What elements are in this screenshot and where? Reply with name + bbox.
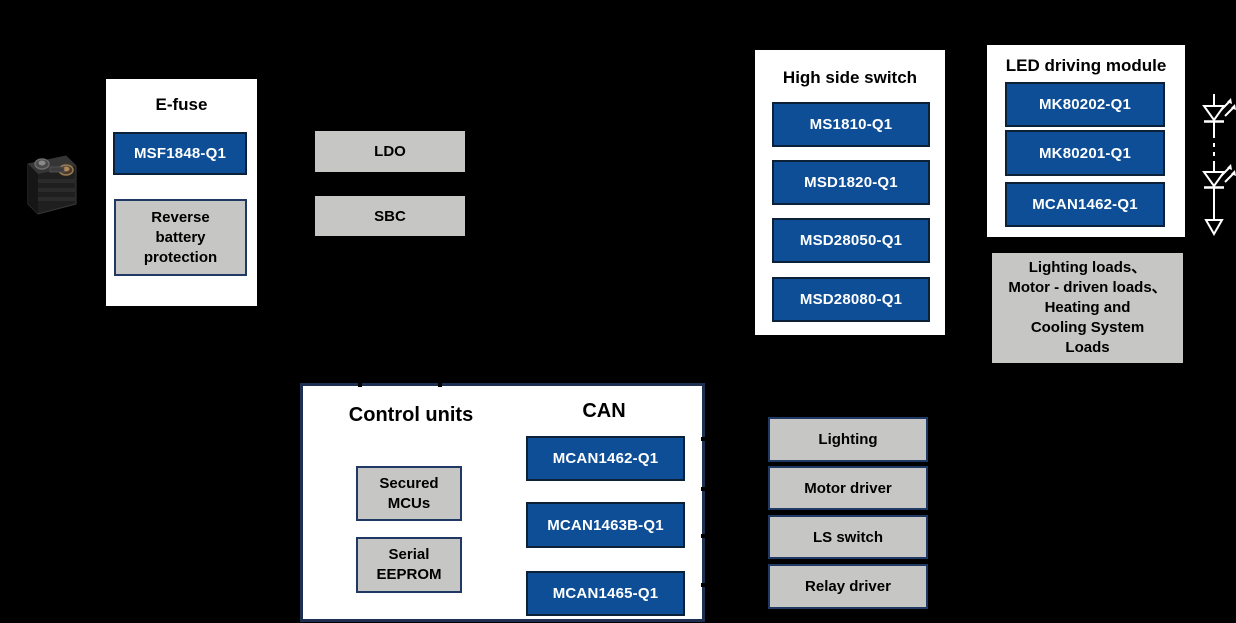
chip-mcan1462-q1[interactable]: MCAN1462-Q1 <box>526 436 685 481</box>
led-driving-module-panel: LED driving module MK80202-Q1 MK80201-Q1… <box>987 45 1185 237</box>
led-driving-module-title: LED driving module <box>1005 56 1167 75</box>
chip-mcan1462-q1-led[interactable]: MCAN1462-Q1 <box>1005 182 1165 227</box>
secured-mcus-block: Secured MCUs <box>356 466 462 521</box>
motor-driver-block: Motor driver <box>768 466 928 510</box>
high-side-switch-panel: High side switch MS1810-Q1 MSD1820-Q1 MS… <box>755 50 945 335</box>
connector-stub <box>701 487 709 491</box>
efuse-panel: E-fuse MSF1848-Q1 Reverse battery protec… <box>106 79 257 306</box>
high-side-switch-title: High side switch <box>782 68 918 87</box>
control-units-title: Control units <box>348 404 474 426</box>
ls-switch-block: LS switch <box>768 515 928 559</box>
chip-mcan1463b-q1[interactable]: MCAN1463B-Q1 <box>526 502 685 548</box>
car-battery-image <box>27 155 77 215</box>
relay-driver-block: Relay driver <box>768 564 928 609</box>
sbc-block: SBC <box>315 196 465 236</box>
chip-mk80201-q1[interactable]: MK80201-Q1 <box>1005 130 1165 176</box>
serial-eeprom-block: Serial EEPROM <box>356 537 462 593</box>
control-units-panel: Control units CAN Secured MCUs Serial EE… <box>300 383 705 622</box>
lighting-block: Lighting <box>768 417 928 462</box>
connector-stub <box>701 534 709 538</box>
efuse-title: E-fuse <box>155 95 208 114</box>
chip-mcan1465-q1[interactable]: MCAN1465-Q1 <box>526 571 685 616</box>
connector-stub <box>701 437 709 441</box>
led-string-icon <box>1202 94 1236 236</box>
connector-stub <box>438 380 442 387</box>
chip-mk80202-q1[interactable]: MK80202-Q1 <box>1005 82 1165 127</box>
chip-msd1820-q1[interactable]: MSD1820-Q1 <box>772 160 930 205</box>
chip-msd28050-q1[interactable]: MSD28050-Q1 <box>772 218 930 263</box>
can-title: CAN <box>582 400 626 422</box>
chip-msd28080-q1[interactable]: MSD28080-Q1 <box>772 277 930 322</box>
chip-msf1848-q1[interactable]: MSF1848-Q1 <box>113 132 247 175</box>
connector-stub <box>701 583 709 587</box>
lighting-loads-block: Lighting loads、 Motor - driven loads、 He… <box>992 253 1183 363</box>
reverse-battery-protection-block: Reverse battery protection <box>114 199 247 276</box>
connector-stub <box>358 380 362 387</box>
ldo-block: LDO <box>315 131 465 172</box>
chip-ms1810-q1[interactable]: MS1810-Q1 <box>772 102 930 147</box>
